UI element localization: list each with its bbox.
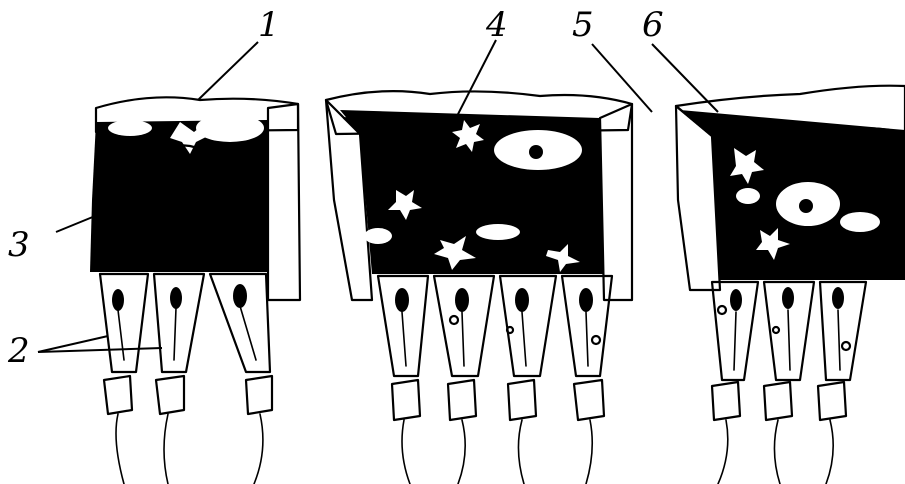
label-4: 4 — [485, 5, 508, 45]
label-2: 2 — [7, 331, 30, 371]
columnar-cells-left — [100, 274, 272, 484]
label-3: 3 — [8, 225, 30, 265]
side-wall-left — [268, 104, 300, 300]
columnar-cells-right — [712, 282, 866, 484]
dark-matrix-left — [90, 120, 268, 272]
block-left — [90, 97, 300, 484]
label-6: 6 — [642, 5, 664, 45]
columnar-cells-middle — [378, 276, 612, 484]
label-5: 5 — [572, 5, 594, 45]
side-wall-middle-right — [600, 104, 632, 300]
label-1: 1 — [258, 5, 280, 45]
block-right — [676, 86, 905, 484]
block-middle — [326, 91, 632, 484]
